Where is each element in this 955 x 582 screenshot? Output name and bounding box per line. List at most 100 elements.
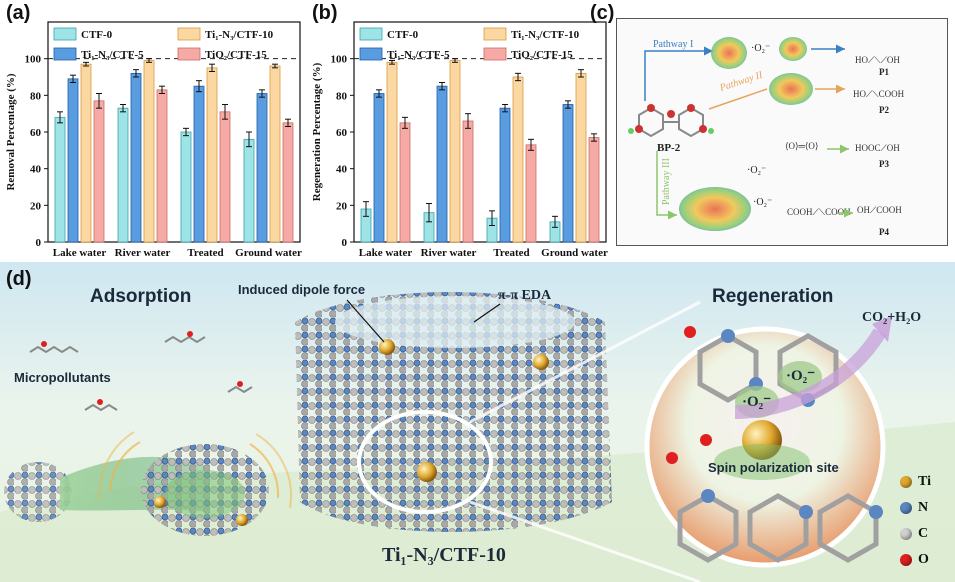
regeneration-title: Regeneration [712, 286, 834, 307]
o-legend-icon [900, 554, 912, 566]
scheme-svg [0, 292, 955, 582]
esp-blob-3 [769, 73, 813, 105]
legend-swatch [359, 27, 383, 41]
pathway-scheme: BP-2 Pathway I ·O₂⁻ HO⟋⟍⟋OH P1 Pathway I… [616, 18, 948, 246]
y-tick-label: 100 [25, 54, 42, 66]
bp2-molecule [628, 104, 714, 138]
y-tick-label: 80 [30, 90, 42, 102]
bar [373, 93, 385, 243]
panel-label-d: (d) [6, 268, 32, 290]
bar [219, 111, 231, 243]
p2-structure: HO⟋⟍COOH [853, 89, 905, 99]
micropollutants-label: Micropollutants [14, 370, 111, 385]
y-tick-label: 60 [336, 127, 348, 139]
ti-atom-l1 [379, 339, 395, 355]
legend-c: C [900, 526, 928, 542]
bar [269, 65, 281, 243]
radical-label-2: ·O₂⁻ [742, 394, 772, 410]
x-tick-label: Ground water [235, 247, 302, 259]
legend-swatch [359, 47, 383, 61]
y-tick-label: 80 [336, 90, 348, 102]
legend-ti-label: Ti [918, 474, 931, 489]
bar [67, 78, 79, 243]
legend-swatch [483, 27, 507, 41]
pathway-svg: BP-2 Pathway I ·O₂⁻ HO⟋⟍⟋OH P1 Pathway I… [628, 37, 905, 237]
micropollutant-oxygens [41, 331, 243, 405]
legend-swatch [53, 47, 77, 61]
p3-structure: HOOC⟋OH [855, 143, 900, 153]
bar [282, 122, 294, 243]
radical-2: ·O₂⁻ [747, 165, 766, 176]
product-p4: P4 [879, 227, 889, 237]
bar [206, 67, 218, 243]
legend-label: TiO₂/CTF-15 [511, 49, 573, 61]
spin-halo [714, 444, 810, 480]
bar [525, 144, 537, 243]
ti-atom-m1 [154, 496, 166, 508]
bar [562, 104, 574, 243]
y-axis-label: Removal Percentage (%) [5, 73, 17, 190]
legend-n-label: N [918, 500, 929, 515]
legend-label: TiO₂/CTF-15 [205, 49, 267, 61]
bar [243, 138, 255, 243]
panel-label-c: (c) [590, 2, 615, 24]
large-framework-pore [335, 296, 575, 348]
product-p1: P1 [879, 67, 889, 77]
pathway-1-arrow [644, 46, 713, 101]
ti-atom-l2 [533, 354, 549, 370]
bar [193, 85, 205, 243]
y-tick-label: 40 [336, 164, 348, 176]
large-framework [295, 292, 612, 532]
bar [512, 76, 524, 243]
bar [399, 122, 411, 243]
x-tick-label: River water [115, 247, 171, 259]
bar [180, 131, 192, 243]
bar [462, 120, 474, 243]
wave-right-1 [249, 443, 280, 499]
y-tick-label: 60 [30, 127, 42, 139]
small-framework [4, 462, 72, 522]
radical-bubble-1 [778, 361, 822, 393]
legend-label: Ti₁-N₃/CTF-5 [387, 49, 450, 61]
p3-intermediate: ⟨O⟩═⟨O⟩ [785, 141, 818, 151]
p4-intermediate: COOH⟋⟍COOH [787, 207, 851, 217]
bar [156, 89, 168, 243]
bar [54, 116, 66, 243]
legend-swatch [483, 47, 507, 61]
legend-ti: Ti [900, 474, 931, 490]
induced-dipole-label: Induced dipole force [238, 282, 366, 297]
degradation-arrowhead [872, 316, 892, 342]
legend-n: N [900, 500, 928, 516]
spin-site-label: Spin polarization site [708, 460, 839, 475]
legend-o: O [900, 552, 929, 568]
bar [588, 137, 600, 243]
y-tick-label: 20 [30, 200, 42, 212]
x-tick-label: Lake water [359, 247, 413, 259]
x-tick-label: Ground water [541, 247, 608, 259]
legend-swatch [177, 27, 201, 41]
p1-structure: HO⟋⟍⟋OH [855, 55, 900, 65]
wave-left-1 [109, 441, 141, 493]
panel-label-b: (b) [312, 2, 338, 24]
ti-atom-l3 [417, 462, 437, 482]
bar [499, 107, 511, 243]
bar [117, 107, 129, 243]
y-axis-label: Regeneration Percentage (%) [311, 62, 323, 201]
bp2-label: BP-2 [657, 142, 681, 154]
dipole-pointer [346, 299, 385, 343]
radical-1: ·O₂⁻ [751, 43, 770, 54]
product-p2: P2 [879, 105, 889, 115]
y-tick-label: 40 [30, 164, 42, 176]
x-tick-label: Treated [187, 247, 223, 259]
p4-structure: OH⟋COOH [857, 205, 902, 215]
y-tick-label: 20 [336, 200, 348, 212]
bar [575, 72, 587, 243]
bar [449, 60, 461, 243]
legend-swatch [177, 47, 201, 61]
legend-label: CTF-0 [81, 29, 113, 41]
legend-swatch [53, 27, 77, 41]
product-p3: P3 [879, 159, 889, 169]
panel-label-a: (a) [6, 2, 31, 24]
